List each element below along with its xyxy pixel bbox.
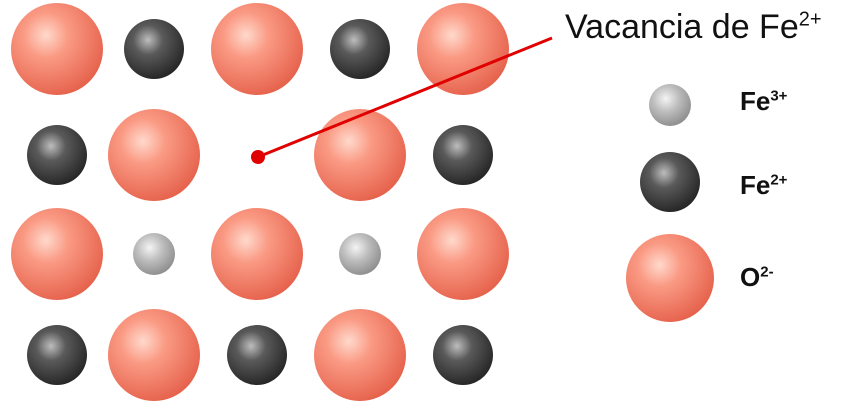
legend-ion: Fe: [740, 170, 770, 200]
legend-swatch-o2: [626, 234, 714, 322]
legend-swatches: [626, 84, 714, 322]
oxygen-ion: [11, 3, 103, 95]
vacancy-callout-charge: 2+: [799, 9, 822, 31]
fe2-ion: [433, 325, 493, 385]
legend-ion: O: [740, 262, 760, 292]
legend-swatch-fe3: [649, 84, 691, 126]
oxygen-ion: [108, 109, 200, 201]
oxygen-ion: [211, 208, 303, 300]
legend-charge: 2+: [770, 171, 787, 188]
legend-ion: Fe: [740, 86, 770, 116]
legend-label-o2: O2-: [740, 262, 774, 293]
fe2-ion: [27, 125, 87, 185]
vacancy-marker-dot: [251, 150, 265, 164]
fe2-ion: [433, 125, 493, 185]
legend-swatch-fe2: [640, 152, 700, 212]
oxygen-ion: [11, 208, 103, 300]
oxygen-ion: [108, 309, 200, 401]
oxygen-ion: [314, 309, 406, 401]
oxygen-ion: [314, 109, 406, 201]
fe2-ion: [330, 19, 390, 79]
atom-grid: [11, 3, 509, 401]
fe2-ion: [227, 325, 287, 385]
fe3-ion: [133, 233, 175, 275]
oxygen-ion: [417, 3, 509, 95]
fe2-ion: [27, 325, 87, 385]
fe2-ion: [124, 19, 184, 79]
vacancy-callout-text: Vacancia de Fe: [565, 8, 799, 46]
legend-charge: 2-: [760, 263, 773, 280]
vacancy-callout: Vacancia de Fe2+: [565, 8, 822, 47]
legend-charge: 3+: [770, 87, 787, 104]
legend-label-fe2: Fe2+: [740, 170, 787, 201]
oxygen-ion: [211, 3, 303, 95]
legend-label-fe3: Fe3+: [740, 86, 787, 117]
fe3-ion: [339, 233, 381, 275]
oxygen-ion: [417, 208, 509, 300]
